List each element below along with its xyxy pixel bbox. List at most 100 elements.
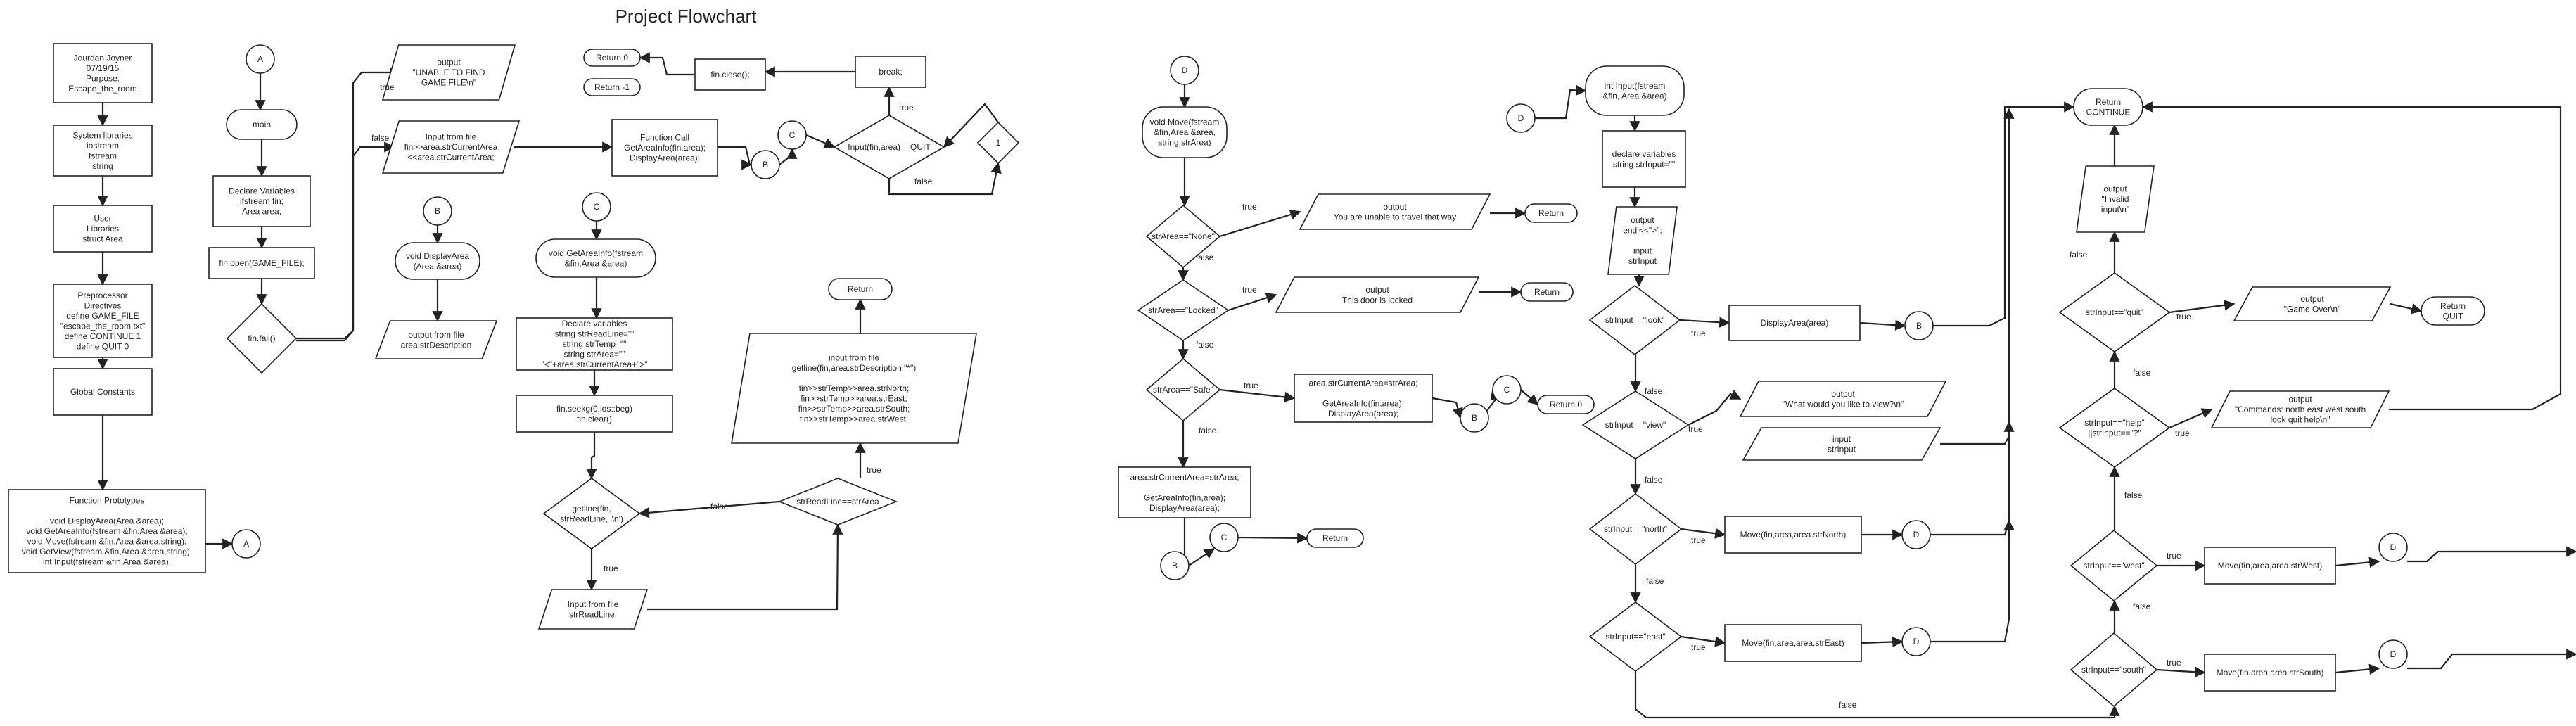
edge-label: true (2175, 428, 2190, 438)
node-dispfn: void DisplayArea(Area &area) (395, 242, 480, 280)
node-ret-m2: Return (1520, 282, 1574, 302)
node-shape (694, 58, 766, 91)
node-text-line: fin.close(); (710, 70, 749, 79)
node-shape (1728, 305, 1861, 341)
connector-line (2407, 546, 2576, 563)
node-shape (212, 175, 311, 227)
node-shape (516, 395, 673, 433)
node-shape (1492, 375, 1522, 405)
connector-line (296, 67, 401, 340)
node-shape (53, 43, 153, 103)
node-shape (583, 78, 641, 96)
node-text-line: main (253, 120, 271, 129)
node-out-over: output"Game Over\n" (2233, 286, 2392, 321)
node-text-line: output (437, 58, 461, 68)
node-text-line: fin>>area.strCurrentArea (404, 142, 498, 152)
node-text-line: A (257, 54, 263, 64)
node-text-line: B (1472, 413, 1477, 423)
node-inlist: input from filegetline(fin,area.strDescr… (731, 333, 977, 444)
connector-line (1930, 519, 2015, 643)
edge-label: true (2176, 312, 2191, 321)
node-text-line: string strArea="" (564, 350, 625, 359)
node-shape (731, 333, 977, 444)
node-one: 1 (976, 121, 1020, 165)
node-text-line: fin>>strTemp>>area.strWest; (800, 414, 909, 424)
node-text-line: Input from file (568, 599, 619, 609)
node-c-b5: B (1904, 311, 1934, 340)
node-text-line: fin>>strTemp>>area.strSouth; (798, 404, 910, 414)
node-cmpread: strReadLine==strArea (777, 478, 898, 526)
node-shape (2073, 88, 2143, 126)
edge-label: false (1199, 426, 1217, 435)
node-shape (1585, 65, 1685, 116)
node-shape (226, 302, 298, 374)
node-shape (2233, 286, 2392, 321)
connector-line (888, 162, 1002, 196)
node-text-line: Escape_the_room (68, 84, 136, 94)
node-text-line: Return -1 (594, 82, 630, 92)
edge-label: false (371, 133, 390, 143)
node-text-line: fin.open(GAME_FILE); (219, 258, 304, 268)
node-text-line: A (243, 539, 249, 549)
edge-label: false (2070, 250, 2088, 260)
node-text-line: iostream (87, 141, 119, 151)
node-shape (1306, 528, 1364, 548)
node-text-line: output (2300, 294, 2324, 304)
node-mv-s: Move(fin,area,area.strSouth) (2204, 654, 2336, 692)
node-east: strInput=="east" (1588, 601, 1683, 673)
node-text-line: Area area; (242, 207, 281, 217)
node-text-line: This door is locked (1342, 295, 1413, 305)
node-shape (1607, 206, 1678, 275)
node-shape (976, 121, 1020, 165)
node-shape (53, 205, 153, 253)
node-c-c1: C (777, 120, 807, 150)
connector-line (1634, 671, 2120, 719)
node-shape (1724, 624, 1862, 662)
connector-line (779, 148, 798, 165)
node-text-line: fin>>strTemp>>area.strNorth; (799, 383, 910, 393)
node-finclose: fin.close(); (694, 58, 766, 91)
connector-line (1219, 209, 1301, 238)
node-text-line: area.strCurrentArea=strArea; (1130, 472, 1239, 482)
node-text-line: D (1913, 637, 1920, 647)
node-text-line: "escape_the_room.txt" (60, 321, 146, 331)
node-finfail: fin.fail() (226, 302, 298, 374)
node-inquit: Input(fin,area)==QUIT (833, 115, 945, 179)
node-shape (2204, 547, 2336, 585)
node-west: strInput=="west" (2070, 529, 2158, 602)
node-text-line: B (1172, 561, 1178, 571)
node-text-line: declare variables (1612, 149, 1676, 159)
node-text-line: strReadLine==strArea (796, 497, 879, 507)
node-text-line: You are unable to travel that way (1334, 212, 1456, 222)
connector-line (1861, 636, 1904, 648)
node-text-line: B (435, 206, 440, 216)
node-shape (1904, 311, 1934, 340)
node-shape (1537, 395, 1595, 414)
node-mv-e: Move(fin,area,area.strEast) (1724, 624, 1862, 662)
connector-line (639, 52, 695, 76)
edge-label: true (2167, 551, 2181, 561)
node-shape (53, 368, 153, 416)
node-text-line: Function Prototypes (70, 496, 145, 506)
node-text-line: output (1383, 202, 1407, 212)
node-c-d4: D (1901, 627, 1931, 656)
edge-label: false (914, 177, 933, 186)
connector-line (805, 134, 836, 148)
node-text-line: define QUIT 0 (77, 341, 129, 351)
node-shape (381, 120, 521, 174)
node-text-line: Return (848, 284, 873, 294)
edge-label: true (2167, 658, 2181, 668)
node-text-line: Function Call (640, 133, 689, 143)
node-text-line: getline(fin, (572, 504, 611, 514)
edge-label: false (1645, 386, 1663, 396)
node-look: strInput=="look" (1588, 284, 1681, 356)
node-shape (1299, 193, 1491, 230)
node-text-line: endl<<">"; (1623, 226, 1662, 236)
node-text-line: Preprocessor (77, 291, 127, 300)
node-finopen: fin.open(GAME_FILE); (208, 247, 315, 279)
node-shape (2076, 165, 2155, 233)
